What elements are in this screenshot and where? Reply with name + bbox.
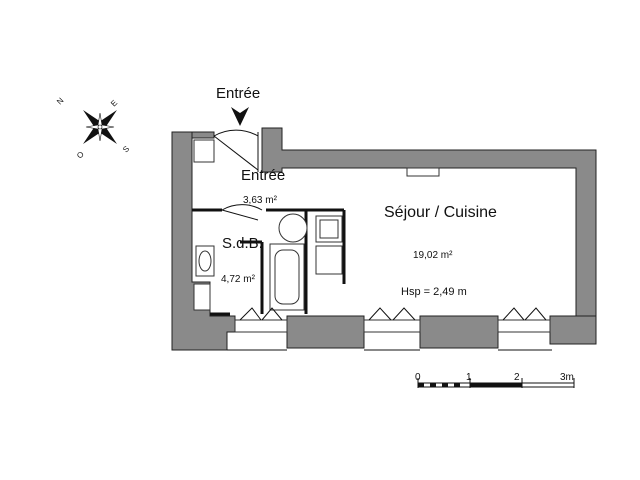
bathroom-door: [221, 204, 263, 221]
window-2: [363, 319, 421, 333]
entrance-arrow: [231, 107, 249, 126]
windows: [234, 307, 551, 333]
compass-e: E: [109, 98, 119, 108]
exterior-walls: [171, 127, 597, 351]
kitchen-units: [315, 215, 343, 275]
scale-tick-3m: 3m: [560, 372, 574, 383]
compass-n: N: [55, 96, 66, 107]
room-sejour-area: 19,02 m²: [413, 250, 453, 261]
bathroom-fixtures: [193, 213, 308, 311]
room-sdb-area: 4,72 m²: [221, 274, 256, 285]
window-1: [234, 319, 288, 333]
wall-niche: [406, 167, 440, 177]
room-sejour-name: Séjour / Cuisine: [384, 204, 497, 221]
entry-door: [213, 129, 259, 172]
compass-s: S: [121, 144, 131, 154]
scale-tick-0: 0: [415, 372, 421, 383]
room-entree-area: 3,63 m²: [243, 195, 278, 206]
scale-bar: 0 1 2 3m: [415, 372, 575, 388]
scale-tick-2: 2: [514, 372, 520, 383]
compass-rose: N E S O: [55, 96, 131, 161]
room-sdb-name: S.d.B.: [222, 235, 263, 252]
entrance-label: Entrée: [216, 85, 260, 102]
round-basin: [278, 213, 308, 243]
room-sejour-height: Hsp = 2,49 m: [401, 286, 467, 298]
scale-tick-1: 1: [466, 372, 472, 383]
room-entree-name: Entrée: [241, 167, 285, 184]
entry-closet: [193, 139, 215, 163]
cooktop: [315, 245, 343, 275]
compass-o: O: [75, 150, 86, 161]
window-3: [497, 319, 551, 333]
toilet: [193, 283, 211, 311]
